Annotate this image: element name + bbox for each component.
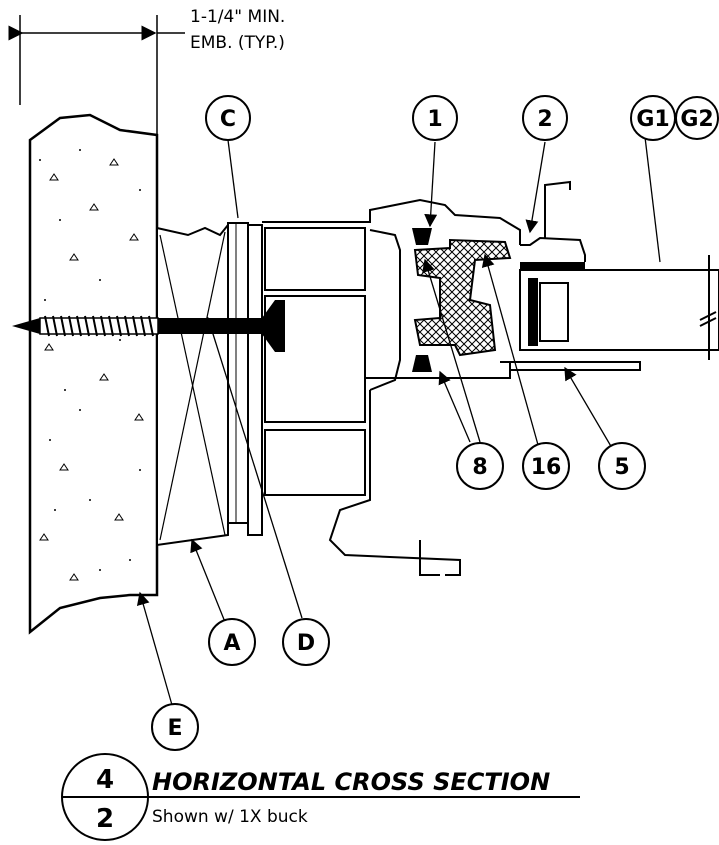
callout-G1-label: G1	[636, 107, 669, 132]
callout-8: 8	[456, 442, 504, 490]
callout-G2: G2	[675, 96, 719, 140]
callout-D: D	[282, 618, 330, 666]
section-subtitle: Shown w/ 1X buck	[152, 807, 308, 827]
callout-5: 5	[598, 442, 646, 490]
embedment-dimension: 1-1/4" MIN. EMB. (TYP.)	[8, 7, 285, 200]
callout-2-label: 2	[537, 107, 552, 132]
callout-G1: G1	[630, 95, 676, 141]
callout-G2-label: G2	[680, 107, 713, 132]
wood-buck	[156, 222, 229, 547]
callout-A: A	[208, 618, 256, 666]
gaskets	[412, 228, 585, 372]
callout-16-label: 16	[531, 455, 562, 480]
anchor-screw	[12, 300, 285, 352]
sheet-number: 2	[96, 804, 114, 834]
concrete-substrate	[28, 113, 159, 635]
shim-strip	[227, 222, 249, 524]
callout-E: E	[151, 703, 199, 751]
callout-D-label: D	[297, 631, 315, 656]
callout-5-label: 5	[614, 455, 629, 480]
callout-E-label: E	[167, 716, 182, 741]
callout-16: 16	[522, 442, 570, 490]
callout-2: 2	[522, 95, 568, 141]
dimension-line-2: EMB. (TYP.)	[190, 33, 285, 53]
frame-profile	[247, 180, 641, 576]
insulated-glass-unit	[519, 255, 719, 360]
callout-1-label: 1	[427, 107, 442, 132]
detail-number: 4	[96, 765, 114, 795]
callout-1: 1	[412, 95, 458, 141]
leader-lines	[136, 136, 661, 706]
section-title-block: 4 2 HORIZONTAL CROSS SECTION Shown w/ 1X…	[61, 753, 580, 841]
section-title: HORIZONTAL CROSS SECTION	[152, 768, 550, 796]
thermal-insert	[413, 238, 512, 357]
callout-C: C	[205, 95, 251, 141]
callout-C-label: C	[220, 107, 236, 132]
dimension-line-1: 1-1/4" MIN.	[190, 7, 285, 27]
callout-A-label: A	[223, 631, 240, 656]
callout-8-label: 8	[472, 455, 487, 480]
